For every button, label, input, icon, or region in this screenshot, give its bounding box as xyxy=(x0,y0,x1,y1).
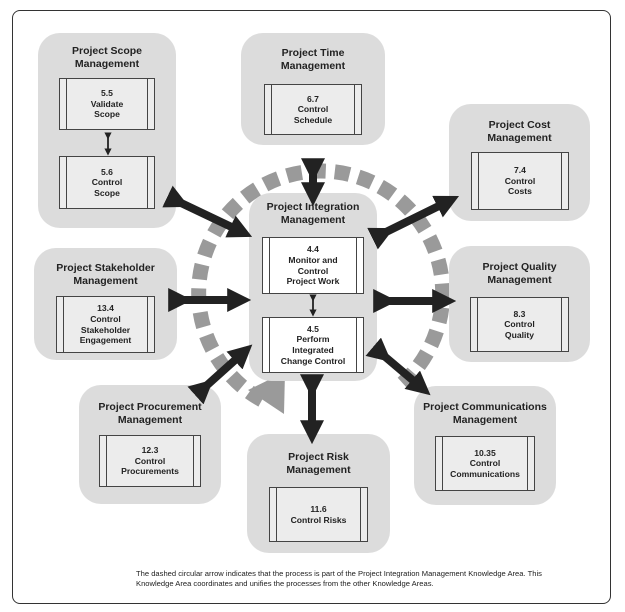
process-monitor-control-project-work-label: 4.4 Monitor and Control Project Work xyxy=(286,244,340,287)
circular-arrow-head xyxy=(248,372,285,414)
arrow-integration-cost xyxy=(367,195,460,250)
process-control-procurements-label: 12.3 Control Procurements xyxy=(121,445,179,477)
arrow-integration-procurement xyxy=(187,344,253,405)
ka-scope: Project Scope Management 5.5 Validate Sc… xyxy=(38,33,176,228)
process-control-risks-label: 11.6 Control Risks xyxy=(290,503,347,525)
process-perform-integrated-change-control: 4.5 Perform Integrated Change Control xyxy=(262,317,364,373)
process-control-scope-label: 5.6 Control Scope xyxy=(91,166,123,198)
ka-procurement: Project Procurement Management 12.3 Cont… xyxy=(79,385,221,504)
ka-communications: Project Communications Management 10.35 … xyxy=(414,386,556,505)
ka-integration: Project Integration Management 4.4 Monit… xyxy=(249,193,377,381)
process-validate-scope-label: 5.5 Validate Scope xyxy=(90,88,124,120)
ka-risk-title: Project Risk Management xyxy=(286,451,351,476)
process-control-stakeholder-engagement-label: 13.4 Control Stakeholder Engagement xyxy=(79,303,132,346)
process-validate-scope: 5.5 Validate Scope xyxy=(59,78,155,130)
ka-communications-title: Project Communications Management xyxy=(423,401,547,426)
process-control-costs-label: 7.4 Control Costs xyxy=(504,165,536,197)
process-control-schedule-label: 6.7 Control Schedule xyxy=(293,93,333,125)
process-control-schedule: 6.7 Control Schedule xyxy=(264,84,362,135)
ka-scope-title: Project Scope Management xyxy=(71,45,143,70)
arrow-integration-communications xyxy=(365,337,431,396)
process-control-stakeholder-engagement: 13.4 Control Stakeholder Engagement xyxy=(56,296,155,353)
dashed-circular-arrow xyxy=(191,163,451,407)
ka-procurement-title: Project Procurement Management xyxy=(98,401,202,426)
process-control-costs: 7.4 Control Costs xyxy=(471,152,569,210)
ka-time-title: Project Time Management xyxy=(280,47,346,72)
caption: The dashed circular arrow indicates that… xyxy=(136,569,542,588)
ka-stakeholder-title: Project Stakeholder Management xyxy=(56,262,155,287)
process-control-procurements: 12.3 Control Procurements xyxy=(99,435,201,487)
ka-quality-title: Project Quality Management xyxy=(482,261,557,286)
ka-cost-title: Project Cost Management xyxy=(487,119,552,144)
ka-stakeholder: Project Stakeholder Management 13.4 Cont… xyxy=(34,248,177,360)
process-control-communications-label: 10.35 Control Communications xyxy=(450,447,520,479)
process-control-scope: 5.6 Control Scope xyxy=(59,156,155,209)
process-control-communications: 10.35 Control Communications xyxy=(435,436,535,491)
ka-quality: Project Quality Management 8.3 Control Q… xyxy=(449,246,590,362)
ka-risk: Project Risk Management 11.6 Control Ris… xyxy=(247,434,390,553)
process-perform-integrated-change-control-label: 4.5 Perform Integrated Change Control xyxy=(280,323,346,366)
process-control-quality-label: 8.3 Control Quality xyxy=(504,308,535,340)
ka-cost: Project Cost Management 7.4 Control Cost… xyxy=(449,104,590,221)
arrow-integration-scope xyxy=(162,185,253,238)
ka-time: Project Time Management 6.7 Control Sche… xyxy=(241,33,385,145)
process-control-quality: 8.3 Control Quality xyxy=(470,297,569,352)
process-control-risks: 11.6 Control Risks xyxy=(269,487,368,542)
process-monitor-control-project-work: 4.4 Monitor and Control Project Work xyxy=(262,237,364,294)
